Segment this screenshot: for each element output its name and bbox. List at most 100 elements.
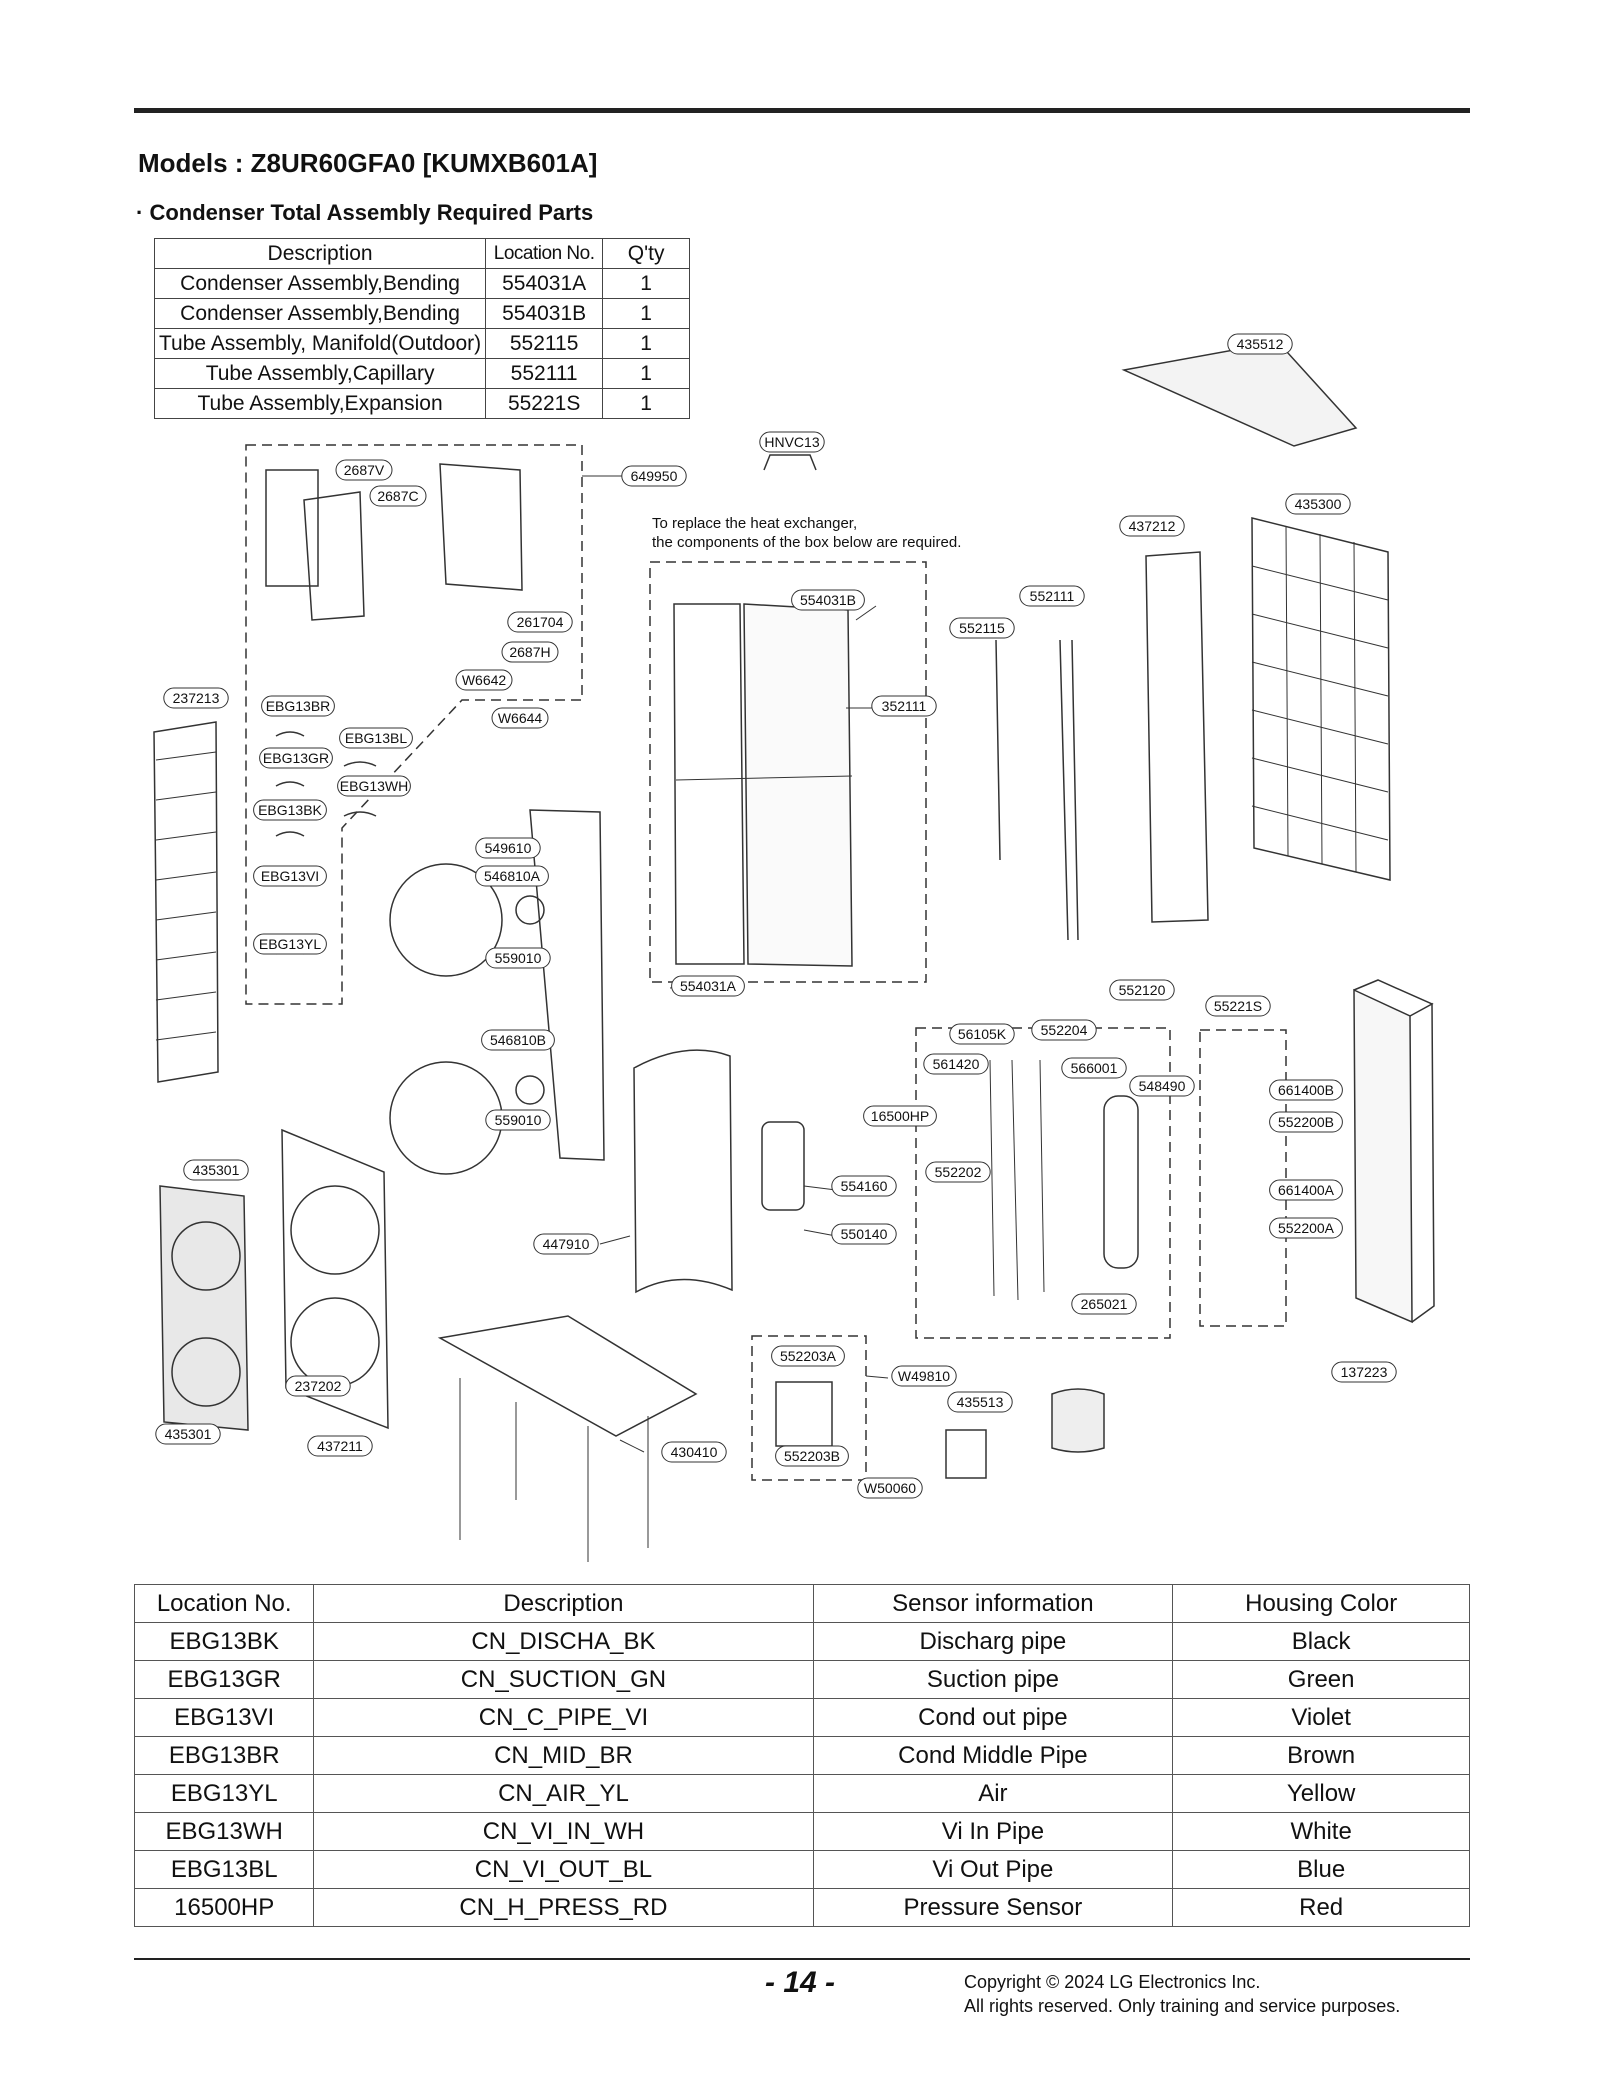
part-label: EBG13WH <box>340 778 408 794</box>
table-row: 16500HP CN_H_PRESS_RD Pressure Sensor Re… <box>133 1888 1470 1927</box>
part-label-badge <box>923 1053 989 1075</box>
part-label: 2687V <box>344 462 385 478</box>
sensor-location: 16500HP <box>133 1888 315 1927</box>
table-row: EBG13WH CN_VI_IN_WH Vi In Pipe White <box>133 1812 1470 1851</box>
handle <box>763 454 817 471</box>
side-grille <box>153 721 219 1083</box>
part-location: 55221S <box>485 388 604 419</box>
sensor-description: CN_VI_IN_WH <box>313 1812 814 1851</box>
front-panel <box>281 1128 389 1430</box>
part-label-badge <box>1227 333 1293 355</box>
part-label: 437211 <box>317 1438 363 1454</box>
part-label-badge <box>871 695 937 717</box>
part-label: EBG13BK <box>258 802 322 818</box>
part-label-badge <box>791 589 865 611</box>
part-label-badge <box>1119 515 1185 537</box>
table-row: EBG13BR CN_MID_BR Cond Middle Pipe Brown <box>133 1736 1470 1775</box>
note-line-1: To replace the heat exchanger, <box>652 515 858 532</box>
part-label: EBG13YL <box>259 936 321 952</box>
part-qty: 1 <box>602 268 691 299</box>
table-row: EBG13GR CN_SUCTION_GN Suction pipe Green <box>133 1660 1470 1699</box>
part-label: 16500HP <box>871 1108 929 1124</box>
part-label: 265021 <box>1081 1296 1128 1312</box>
transformer <box>945 1429 987 1479</box>
column-header: Sensor information <box>812 1584 1174 1623</box>
part-label: 435301 <box>165 1426 212 1442</box>
part-description: Condenser Assembly,Bending <box>153 298 487 329</box>
control-frame <box>439 463 523 591</box>
part-label: 559010 <box>495 950 542 966</box>
part-label: 554031B <box>800 592 856 608</box>
control-panel <box>265 469 319 587</box>
part-label: EBG13VI <box>261 868 319 884</box>
part-label-badge <box>1269 1179 1343 1201</box>
part-qty: 1 <box>602 358 691 389</box>
part-description: Condenser Assembly,Bending <box>153 268 487 299</box>
part-label: 237202 <box>295 1378 342 1394</box>
part-label: 554160 <box>841 1178 888 1194</box>
sensor-description: CN_SUCTION_GN <box>313 1660 814 1699</box>
reactor <box>775 1381 833 1447</box>
part-label-badge <box>259 747 333 769</box>
part-label-badge <box>661 1441 727 1463</box>
part-label-badge <box>1331 1361 1397 1383</box>
table-header-row: Location No. Description Sensor informat… <box>133 1584 1470 1623</box>
part-label-badge <box>183 1159 249 1181</box>
part-label-badge <box>163 687 229 709</box>
part-label-badge <box>1061 1057 1127 1079</box>
expansion-group <box>1199 1029 1287 1327</box>
part-label: 552200A <box>1278 1220 1335 1236</box>
table-row: Tube Assembly,Capillary 552111 1 <box>153 358 691 389</box>
motor-bracket <box>529 809 605 1161</box>
sensor-color: Black <box>1172 1622 1470 1661</box>
part-label-badge <box>155 1423 221 1445</box>
condenser-b <box>743 603 853 967</box>
part-label-badge <box>831 1175 897 1197</box>
sensor-description: CN_DISCHA_BK <box>313 1622 814 1661</box>
part-label: W50060 <box>864 1480 916 1496</box>
part-description: Tube Assembly,Capillary <box>153 358 487 389</box>
sensor-info: Cond Middle Pipe <box>812 1736 1174 1775</box>
sensor-location: EBG13GR <box>133 1660 315 1699</box>
table-row: EBG13BL CN_VI_OUT_BL Vi Out Pipe Blue <box>133 1850 1470 1889</box>
part-label-badge <box>485 947 551 969</box>
part-label: 649950 <box>631 468 678 484</box>
required-parts-table: Description Location No. Q'ty Condenser … <box>153 238 691 419</box>
part-label: EBG13BL <box>345 730 407 746</box>
part-label-badge <box>759 431 825 453</box>
part-label: 552202 <box>935 1164 982 1180</box>
drain-cap <box>1051 1388 1105 1453</box>
sensor-info: Air <box>812 1774 1174 1813</box>
page-number: - 14 - <box>765 1966 836 1999</box>
note-line-2: the components of the box below are requ… <box>652 534 962 551</box>
sensor-location: EBG13BR <box>133 1736 315 1775</box>
part-label-badge <box>775 1445 849 1467</box>
part-label: 559010 <box>495 1112 542 1128</box>
sensor-location: EBG13BK <box>133 1622 315 1661</box>
part-label: W6644 <box>498 710 543 726</box>
page-title: Models : Z8UR60GFA0 [KUMXB601A] <box>138 148 598 178</box>
column-header: Q'ty <box>602 238 691 269</box>
part-location: 554031B <box>485 298 604 329</box>
part-label-badge <box>307 1435 373 1457</box>
part-label-badge <box>831 1223 897 1245</box>
sensor-location: EBG13BL <box>133 1850 315 1889</box>
sensor-color: Blue <box>1172 1850 1470 1889</box>
diagram-note: To replace the heat exchanger, the compo… <box>652 514 961 552</box>
part-label-badge <box>863 1105 937 1127</box>
part-label: 430410 <box>671 1444 718 1460</box>
part-label-badge <box>261 695 335 717</box>
sensor-color: Brown <box>1172 1736 1470 1775</box>
part-label: 552203B <box>784 1448 840 1464</box>
copyright-line-1: Copyright © 2024 LG Electronics Inc. <box>964 1972 1261 1992</box>
table-row: EBG13YL CN_AIR_YL Air Yellow <box>133 1774 1470 1813</box>
part-label-badge <box>481 1029 555 1051</box>
part-label-badge <box>1205 995 1271 1017</box>
table-header-row: Description Location No. Q'ty <box>153 238 691 269</box>
side-panel <box>1145 551 1209 923</box>
sensor-info: Cond out pipe <box>812 1698 1174 1737</box>
column-header: Location No. <box>485 238 604 269</box>
part-label-badge <box>1269 1111 1343 1133</box>
part-label: 552111 <box>1030 588 1075 604</box>
part-qty: 1 <box>602 388 691 419</box>
